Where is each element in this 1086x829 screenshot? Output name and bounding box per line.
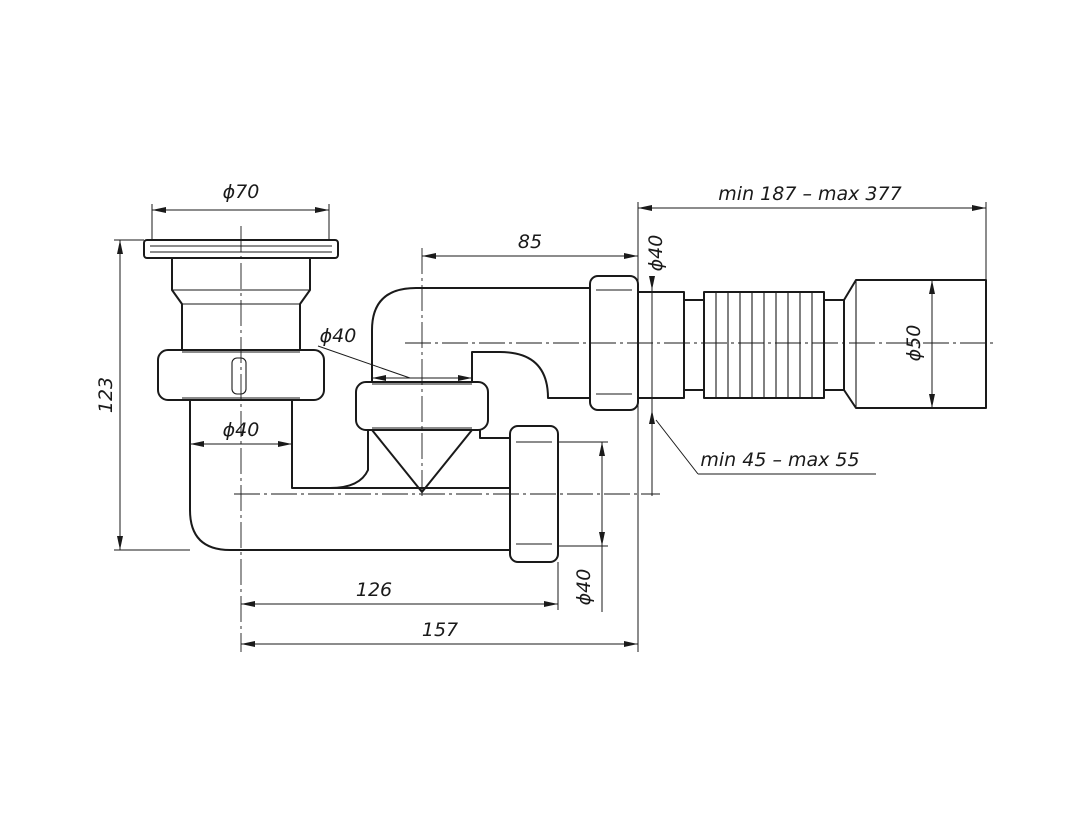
drain-pipe-inner: [291, 399, 511, 489]
label-157: 157: [422, 619, 458, 641]
flex-collar: [683, 299, 705, 391]
trap-right-wall: [479, 429, 511, 439]
label-123: 123: [95, 377, 117, 413]
label-126: 126: [356, 579, 392, 601]
label-range-height: min 45 – max 55: [700, 449, 859, 471]
siphon-body: [143, 239, 987, 563]
flex-adapter: [637, 291, 685, 399]
trap-left-wall: [329, 429, 369, 489]
label-d70: ϕ70: [223, 181, 260, 203]
overflow-elbow: [371, 287, 591, 383]
label-range-length: min 187 – max 377: [718, 183, 901, 205]
centerlines: [234, 226, 996, 652]
outlet-sleeve: [843, 279, 987, 409]
dimension-labels: ϕ70 85 min 187 – max 377 ϕ40 ϕ40 126 157…: [95, 181, 925, 641]
label-85: 85: [518, 231, 542, 253]
drain-pipe: [189, 399, 511, 551]
label-d50: ϕ50: [903, 325, 925, 362]
label-d40-drain: ϕ40: [223, 419, 260, 441]
overflow-inner: [471, 351, 591, 399]
label-d40-overflow: ϕ40: [645, 235, 667, 272]
label-d40-outlet: ϕ40: [573, 569, 595, 606]
dimension-lines: [114, 202, 987, 652]
flex-corrugation: [715, 292, 813, 398]
flex-reducer: [823, 299, 845, 391]
label-d40-top: ϕ40: [320, 325, 357, 347]
